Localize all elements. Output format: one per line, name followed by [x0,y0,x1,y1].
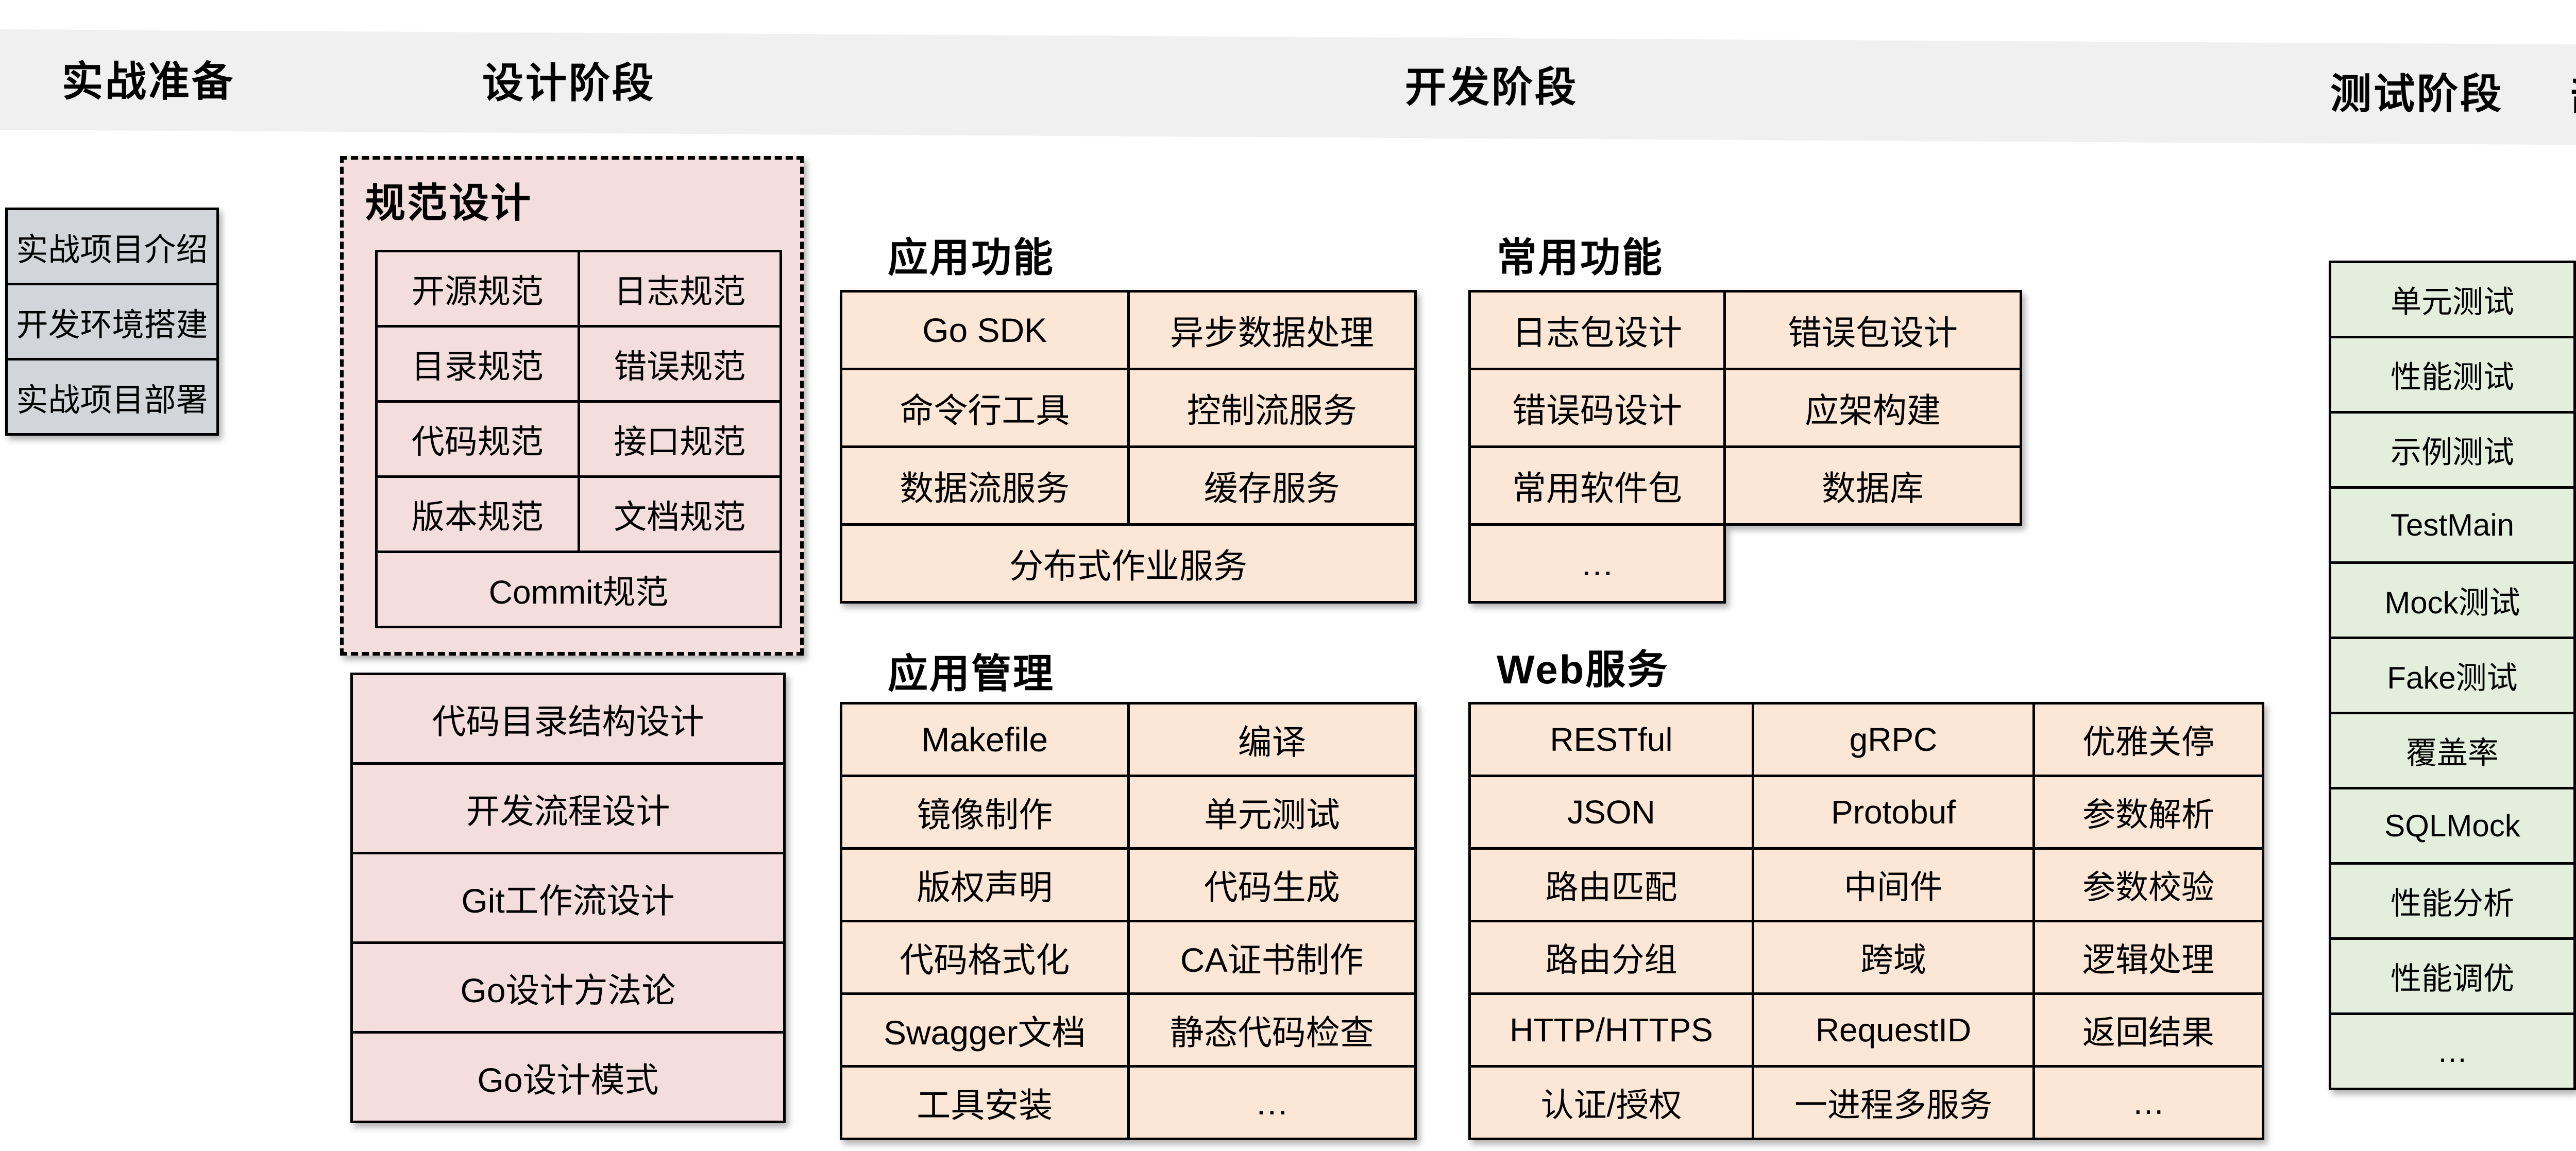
test-item: TestMain [2329,486,2576,564]
web-cell: HTTP/HTTPS [1468,992,1754,1068]
test-item: Fake测试 [2329,637,2576,714]
phase-label-prep: 实战准备 [62,59,235,105]
mgmt-cell: 单元测试 [1127,775,1417,850]
web-cell: Protobuf [1752,775,2035,850]
feature-cell: Go SDK [840,290,1130,370]
mgmt-cell: Swagger文档 [840,992,1130,1068]
spec-cell: 文档规范 [577,475,782,553]
test-item: SQLMock [2329,787,2576,865]
test-item: … [2329,1012,2576,1090]
common-cell: 常用软件包 [1468,445,1726,526]
common-table: 日志包设计 错误包设计 错误码设计 应架构建 常用软件包 数据库 … [1468,290,2022,604]
test-item: 性能调优 [2329,937,2576,1015]
app-features-title: 应用功能 [888,235,1055,280]
prep-item: 开发环境搭建 [5,283,219,360]
mgmt-cell: … [1127,1065,1417,1140]
common-cell: 数据库 [1723,445,2022,526]
common-cell: 错误码设计 [1468,368,1726,448]
phase-label-deploy: 部署阶段 [2570,62,2576,122]
design-list-item: Git工作流设计 [350,852,786,944]
web-cell: 优雅关停 [2032,702,2264,777]
feature-cell: 命令行工具 [840,368,1130,448]
feature-cell: 异步数据处理 [1127,290,1417,370]
spec-cell: 代码规范 [375,400,580,478]
web-table: RESTful gRPC 优雅关停 JSON Protobuf 参数解析 路由匹… [1468,702,2264,1140]
phase-label-design: 设计阶段 [482,60,655,106]
spec-cell: 目录规范 [375,325,580,403]
phase-label-dev: 开发阶段 [1405,64,1578,110]
test-item: 性能测试 [2329,336,2576,414]
web-cell: 参数解析 [2032,775,2264,850]
web-cell: 返回结果 [2032,992,2264,1068]
mgmt-cell: 镜像制作 [840,775,1130,850]
web-cell: … [2032,1065,2264,1140]
mgmt-cell: CA证书制作 [1127,920,1417,995]
common-footer-cell: … [1468,523,1726,604]
mgmt-cell: 编译 [1127,702,1417,777]
design-list-item: 开发流程设计 [350,762,786,854]
app-mgmt-table: Makefile 编译 镜像制作 单元测试 版权声明 代码生成 代码格式化 CA… [840,702,1417,1140]
empty-cell [1725,525,2021,603]
web-cell: 逻辑处理 [2032,920,2264,995]
spec-cell: 版本规范 [375,475,580,553]
spec-table: 开源规范 日志规范 目录规范 错误规范 代码规范 接口规范 版本规范 文档规范 … [375,250,782,628]
prep-item: 实战项目介绍 [5,208,219,285]
test-item: 覆盖率 [2329,712,2576,789]
common-cell: 应架构建 [1723,368,2022,448]
web-cell: 一进程多服务 [1752,1065,2035,1140]
feature-cell: 缓存服务 [1127,445,1417,526]
feature-footer-cell: 分布式作业服务 [840,523,1417,604]
web-cell: 参数校验 [2032,847,2264,922]
spec-cell: 日志规范 [577,250,782,328]
feature-cell: 数据流服务 [840,445,1130,526]
design-list-item: 代码目录结构设计 [350,673,786,765]
web-cell: 中间件 [1752,847,2035,922]
spec-cell: 错误规范 [577,325,782,403]
test-item: 性能分析 [2329,862,2576,940]
web-cell: RESTful [1468,702,1754,777]
web-cell: 跨域 [1752,920,2035,995]
mgmt-cell: 代码格式化 [840,920,1130,995]
design-list: 代码目录结构设计 开发流程设计 Git工作流设计 Go设计方法论 Go设计模式 [350,673,786,1123]
web-title: Web服务 [1497,647,1669,692]
common-cell: 错误包设计 [1723,290,2022,370]
web-cell: RequestID [1752,992,2035,1068]
feature-cell: 控制流服务 [1127,368,1417,448]
prep-item: 实战项目部署 [5,358,219,436]
spec-design-title: 规范设计 [365,180,533,226]
test-list: 单元测试 性能测试 示例测试 TestMain Mock测试 Fake测试 覆盖… [2329,261,2576,1090]
mgmt-cell: 版权声明 [840,847,1130,922]
mgmt-cell: Makefile [840,702,1130,777]
spec-design-box: 规范设计 开源规范 日志规范 目录规范 错误规范 代码规范 接口规范 版本规范 … [340,156,804,656]
design-list-item: Go设计模式 [350,1031,786,1123]
app-features-table: Go SDK 异步数据处理 命令行工具 控制流服务 数据流服务 缓存服务 分布式… [840,290,1417,604]
web-cell: gRPC [1752,702,2035,777]
spec-cell: 开源规范 [375,250,580,328]
mgmt-cell: 代码生成 [1127,847,1417,922]
test-item: Mock测试 [2329,561,2576,639]
mgmt-cell: 静态代码检查 [1127,992,1417,1068]
mgmt-cell: 工具安装 [840,1065,1130,1140]
spec-cell: 接口规范 [577,400,782,478]
phase-arrow [0,29,2576,145]
test-item: 单元测试 [2329,261,2576,338]
test-item: 示例测试 [2329,411,2576,489]
web-cell: 路由分组 [1468,920,1754,995]
web-cell: JSON [1468,775,1754,850]
spec-footer-cell: Commit规范 [375,551,782,628]
web-cell: 路由匹配 [1468,847,1754,922]
design-list-item: Go设计方法论 [350,941,786,1034]
app-mgmt-title: 应用管理 [888,651,1055,696]
common-cell: 日志包设计 [1468,290,1726,370]
web-cell: 认证/授权 [1468,1065,1754,1140]
common-title: 常用功能 [1497,235,1664,280]
prep-list: 实战项目介绍 开发环境搭建 实战项目部署 [5,208,219,436]
phase-label-test: 测试阶段 [2330,71,2503,117]
